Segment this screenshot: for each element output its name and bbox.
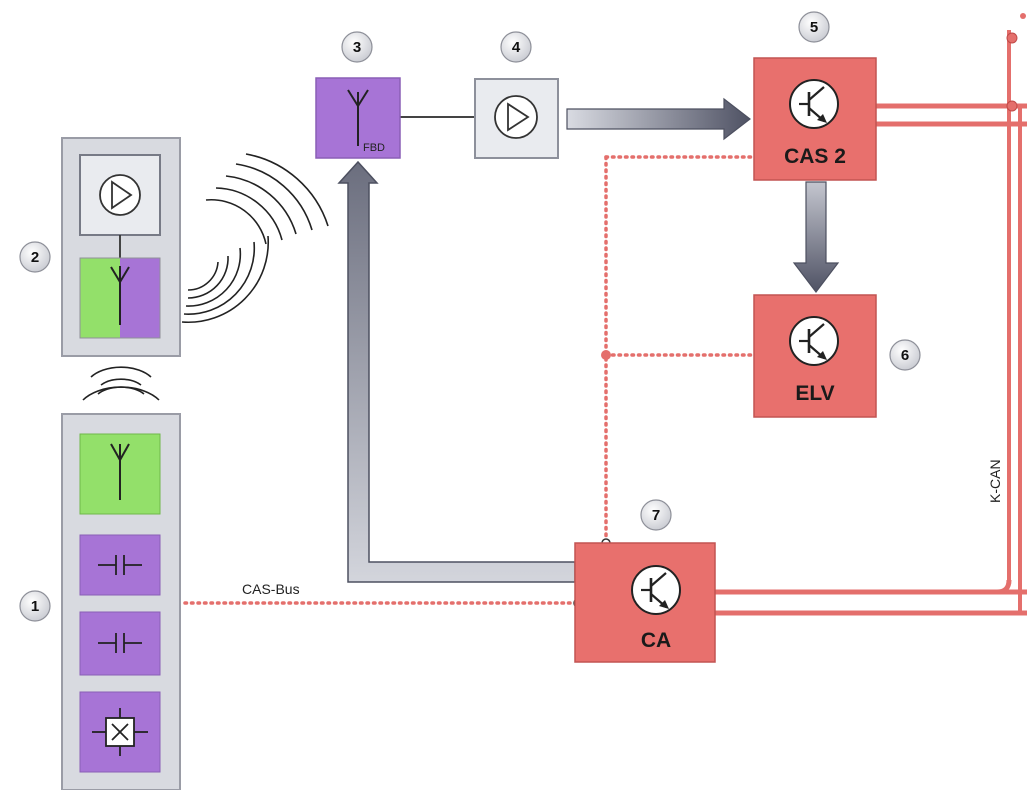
- arrow-ca-to-fbd: [337, 160, 576, 583]
- marker-3: 3: [341, 31, 373, 63]
- transistor-icon: [630, 564, 682, 616]
- fbd-label: FBD: [363, 142, 385, 154]
- transistor-icon: [788, 78, 840, 130]
- capacitor-icon: [98, 633, 142, 653]
- capacitor-icon: [98, 555, 142, 575]
- cas2-label: CAS 2: [784, 145, 846, 168]
- elv-label: ELV: [795, 382, 834, 405]
- svg-text:4: 4: [512, 39, 521, 56]
- radio-waves-icon: [181, 153, 329, 324]
- arrow-cas2-to-elv: [792, 181, 840, 293]
- cas-bus-label: CAS-Bus: [242, 581, 300, 597]
- svg-text:2: 2: [31, 249, 39, 266]
- radio-waves-icon: [82, 366, 160, 401]
- antenna-icon: [110, 443, 130, 500]
- key-remote-panel: [61, 137, 181, 357]
- svg-text:7: 7: [652, 507, 660, 524]
- elv-box: ELV: [753, 294, 877, 418]
- vehicle-key-panel: [61, 413, 181, 790]
- amplifier-box: [474, 78, 559, 159]
- svg-text:1: 1: [31, 598, 39, 615]
- cas-bus-dotted: [183, 155, 754, 605]
- ca-label: CA: [641, 629, 671, 652]
- svg-text:6: 6: [901, 347, 909, 364]
- k-can-bus: [715, 13, 1027, 616]
- cas2-box: CAS 2: [753, 57, 877, 181]
- amplifier-icon: [99, 174, 141, 216]
- svg-text:3: 3: [353, 39, 361, 56]
- svg-text:5: 5: [810, 19, 818, 36]
- antenna-icon: [110, 266, 130, 325]
- amplifier-icon: [494, 95, 538, 139]
- marker-6: 6: [889, 339, 921, 371]
- ca-box: CA: [574, 542, 716, 663]
- marker-2: 2: [19, 241, 51, 273]
- marker-1: 1: [19, 590, 51, 622]
- antenna-icon: [347, 89, 369, 146]
- marker-7: 7: [640, 499, 672, 531]
- crystal-icon: [92, 708, 148, 756]
- transistor-icon: [788, 315, 840, 367]
- arrow-amplifier-to-cas2: [566, 97, 751, 141]
- bus-junction: [601, 350, 611, 360]
- marker-5: 5: [798, 11, 830, 43]
- k-can-label: K-CAN: [987, 459, 1003, 503]
- fbd-antenna-box: FBD: [315, 77, 401, 159]
- marker-4: 4: [500, 31, 532, 63]
